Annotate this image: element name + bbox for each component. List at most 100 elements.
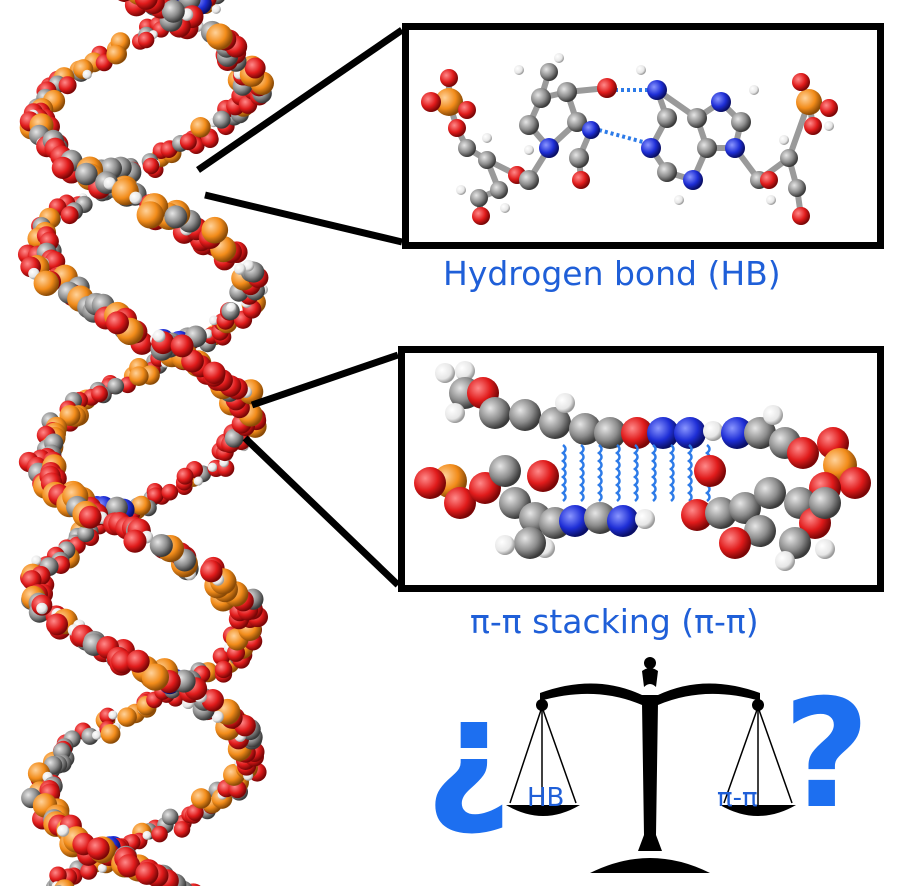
oxygen-atom xyxy=(572,171,590,189)
oxygen-atom xyxy=(792,73,810,91)
carbon-atom xyxy=(149,533,173,558)
hydrogen-atom xyxy=(815,539,835,559)
oxygen-atom xyxy=(147,487,164,504)
nitrogen-atom xyxy=(582,121,600,139)
inverted-question-mark: ¿ xyxy=(425,666,513,840)
carbon-atom xyxy=(557,82,577,102)
hydrogen-atom xyxy=(82,69,92,80)
right-pan-string xyxy=(723,706,759,804)
phosphorus-atom xyxy=(117,707,137,727)
phosphorus-atom xyxy=(59,404,81,426)
oxygen-atom xyxy=(105,311,129,335)
oxygen-atom xyxy=(804,117,822,135)
hydrogen-atom xyxy=(207,462,218,472)
balance-scale-icon xyxy=(506,657,796,873)
oxygen-atom xyxy=(839,467,871,499)
hydrogen-atom xyxy=(635,509,655,529)
hydrogen-atom xyxy=(208,315,219,326)
carbon-atom xyxy=(519,115,539,135)
hydrogen-atom xyxy=(211,4,221,14)
oxygen-atom xyxy=(719,527,751,559)
pi-stacking-spring xyxy=(561,444,567,502)
oxygen-atom xyxy=(201,689,224,712)
finial xyxy=(642,668,658,687)
hydrogen-atom xyxy=(456,185,466,195)
hydrogen-atom xyxy=(435,363,455,383)
oxygen-atom xyxy=(792,207,810,225)
oxygen-atom xyxy=(458,101,476,119)
oxygen-atom xyxy=(58,76,77,95)
carbon-atom xyxy=(161,808,179,826)
carbon-atom xyxy=(490,181,508,199)
beam-end-left xyxy=(536,699,548,711)
hydrogen-atom xyxy=(636,65,646,75)
hydrogen-atom xyxy=(763,405,783,425)
nitrogen-atom xyxy=(647,417,679,449)
hydrogen-bond-molecule xyxy=(421,53,838,225)
oxygen-atom xyxy=(80,862,98,880)
oxygen-atom xyxy=(46,613,69,636)
hydrogen-atom xyxy=(129,191,142,205)
nitrogen-atom xyxy=(607,505,639,537)
oxygen-atom xyxy=(760,171,778,189)
carbon-atom xyxy=(569,413,601,445)
oxygen-atom xyxy=(151,825,168,843)
nitrogen-atom xyxy=(674,417,706,449)
hydrogen-atom xyxy=(555,393,575,413)
hydrogen-atom xyxy=(57,824,70,837)
carbon-atom xyxy=(509,399,541,431)
oxygen-atom xyxy=(142,157,160,175)
beam-end-right xyxy=(752,699,764,711)
oxygen-atom xyxy=(161,483,179,501)
carbon-atom xyxy=(531,88,551,108)
carbon-atom xyxy=(780,149,798,167)
left-pan-string xyxy=(509,706,543,804)
pi-stacking-spring xyxy=(615,444,621,502)
hydrogen-bond-dashes xyxy=(598,88,649,144)
phosphorus-atom xyxy=(190,117,211,138)
carbon-atom xyxy=(164,205,188,229)
nitrogen-atom xyxy=(647,80,667,100)
nitrogen-atom xyxy=(683,170,703,190)
oxygen-atom xyxy=(681,499,713,531)
carbon-atom xyxy=(594,417,626,449)
right-pan-string xyxy=(757,706,793,804)
phosphorus-atom xyxy=(136,201,164,229)
carbon-atom xyxy=(77,525,95,543)
oxygen-atom xyxy=(87,837,110,860)
pi-stacking-spring xyxy=(687,444,693,502)
carbon-atom xyxy=(540,63,558,81)
oxygen-atom xyxy=(137,31,155,49)
oxygen-atom xyxy=(118,0,130,2)
hydrogen-atom xyxy=(193,476,203,486)
oxygen-atom xyxy=(421,92,441,112)
oxygen-atom xyxy=(414,467,446,499)
hydrogen-atom xyxy=(482,133,492,143)
hydrogen-atom xyxy=(674,195,684,205)
carbon-atom xyxy=(458,139,476,157)
finial-top xyxy=(644,657,656,669)
carbon-atom xyxy=(489,455,521,487)
oxygen-atom xyxy=(448,119,466,137)
oxygen-atom xyxy=(176,467,194,485)
phosphorus-atom xyxy=(106,44,127,65)
oxygen-atom xyxy=(170,334,194,358)
phosphorus-atom xyxy=(33,270,59,296)
hydrogen-atom xyxy=(445,403,465,423)
carbon-atom xyxy=(107,377,125,395)
carbon-atom xyxy=(744,417,776,449)
carbon-atom xyxy=(569,148,589,168)
carbon-atom xyxy=(161,0,185,23)
oxygen-atom xyxy=(91,385,108,403)
dna-atoms xyxy=(17,0,274,886)
left-pan xyxy=(506,805,580,816)
pi-stacking-caption: π-π stacking (π-π) xyxy=(470,602,759,641)
hydrogen-atom xyxy=(97,863,107,873)
oxygen-atom xyxy=(244,57,266,79)
hydrogen-atom xyxy=(775,551,795,571)
phosphorus-atom xyxy=(201,216,229,244)
pi-stacking-spring xyxy=(597,444,603,502)
hydrogen-bond-line xyxy=(598,128,644,144)
hydrogen-atom xyxy=(703,421,723,441)
carbon-atom xyxy=(809,487,841,519)
